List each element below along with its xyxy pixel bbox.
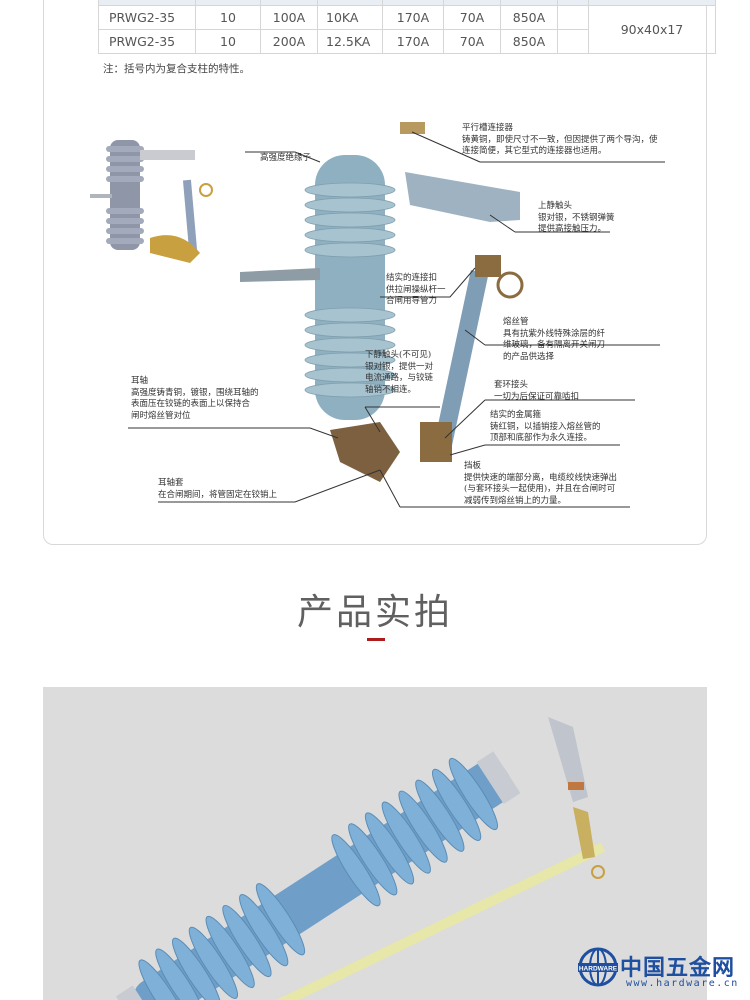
table-note: 注：括号内为复合支柱的特性。 (103, 63, 250, 75)
watermark-name: 中国五金网 (620, 956, 736, 981)
watermark: HARDWARE 中国五金网 www.hardware.cn (578, 947, 737, 991)
value-cell: 170A (382, 5, 444, 30)
fuse-cutout-diagram (90, 122, 665, 508)
current-cell: 200A (260, 29, 318, 54)
voltage-cell: 10 (195, 5, 261, 30)
label-fuse-tube: 熔丝管 具有抗紫外线特殊涂层的纤 维玻璃，备有隔离开关闸刀 的产品供选择 (503, 317, 606, 362)
value-cell: 70A (443, 29, 501, 54)
table-row: PRWG2-35 10 200A 12.5KA 170A 70A 850A (98, 29, 716, 54)
breaking-cell: 10KA (317, 5, 383, 30)
label-upper-contact: 上静触头 银对银，不锈钢弹簧 提供高接触压力。 (538, 201, 615, 234)
value-cell: 850A (500, 29, 558, 54)
model-cell: PRWG2-35 (98, 5, 196, 30)
table-row: PRWG2-35 10 100A 10KA 170A 70A 850A 90x4… (98, 5, 716, 54)
leader-lines (128, 131, 665, 508)
value-cell: 850A (500, 5, 558, 30)
spec-table: PRWG2-35 10 100A 10KA 170A 70A 850A 90x4… (98, 0, 716, 54)
thumbnail-product-image (90, 140, 213, 263)
breaking-cell: 12.5KA (317, 29, 383, 54)
value-cell (557, 5, 589, 30)
value-cell (557, 29, 589, 54)
label-parallel-connector: 平行槽连接器 铸黄铜，即使尺寸不一致，但因提供了两个导沟，使 连接简便，其它型式… (462, 123, 658, 156)
title-accent-bar (367, 638, 385, 641)
watermark-url: www.hardware.cn (626, 978, 739, 989)
product-photo (43, 687, 707, 1000)
label-insulator: 高强度绝缘子 (260, 153, 312, 163)
voltage-cell: 10 (195, 29, 261, 54)
current-cell: 100A (260, 5, 318, 30)
svg-text:HARDWARE: HARDWARE (579, 966, 618, 973)
label-trunnion: 耳轴 高强度铸青铜，镀银，围绕耳轴的 表面压在铰链的表面上以保持合 闸时熔丝管对… (131, 376, 259, 421)
label-ring-connector: 套环接头 一切为后保证可靠啮扣 (494, 380, 580, 402)
label-lower-contact: 下静触头(不可见) 银对银，提供一对 电流通路，与铰链 轴销不相连。 (365, 350, 434, 395)
label-baffle: 挡板 提供快速的端部分离，电缆绞线快速弹出 (与套环接头一起使用)，并且在合闸时… (464, 461, 618, 506)
value-cell: 170A (382, 29, 444, 54)
value-cell: 70A (443, 5, 501, 30)
label-pull-ring: 结实的连接扣 供拉闸操纵杆一 合闸用导管力 (386, 273, 446, 306)
insulator-image (240, 122, 524, 482)
globe-logo-icon: HARDWARE (578, 947, 618, 987)
section-title: 产品实拍 (296, 592, 453, 633)
insulator-photo-illustration (115, 717, 606, 1000)
dimensions-cell: 90x40x17 (588, 5, 716, 54)
model-cell: PRWG2-35 (98, 29, 196, 54)
label-metal-ferrule: 结实的金属箍 铸红铜，以插销接入熔丝管的 顶部和底部作为永久连接。 (490, 410, 601, 443)
label-trunnion-sleeve: 耳轴套 在合闸期间，将管固定在铰销上 (158, 478, 278, 500)
